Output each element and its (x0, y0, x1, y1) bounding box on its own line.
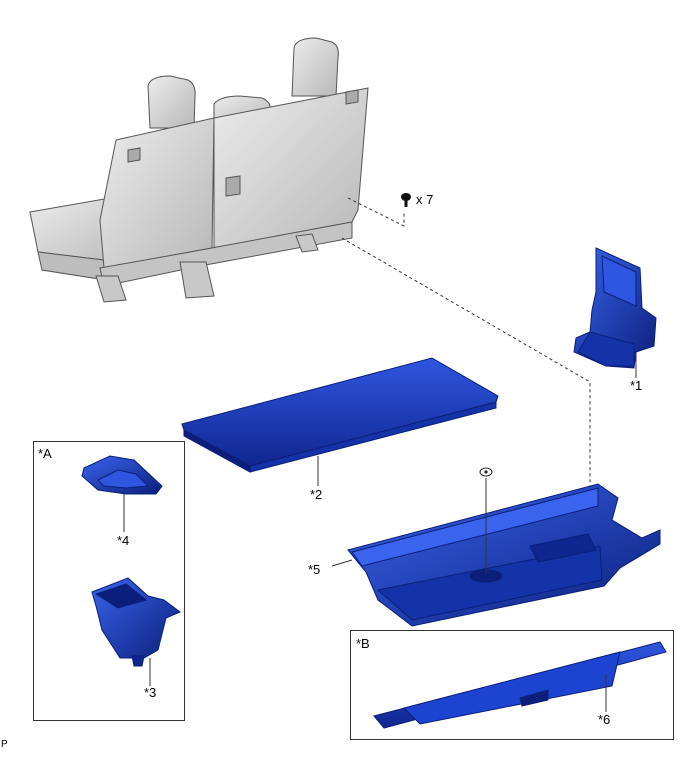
group-a-label: *A (38, 446, 52, 461)
part-1-side-trim (573, 247, 657, 369)
part-2-deck-board (181, 357, 499, 473)
callout-part-2: *2 (310, 487, 323, 502)
callout-part-3: *3 (144, 685, 157, 700)
clip-quantity-label: x 7 (416, 192, 434, 207)
part-3-box (91, 577, 181, 667)
callout-part-6: *6 (598, 712, 611, 727)
part-4-cover (81, 455, 163, 495)
group-b-label: *B (356, 636, 370, 651)
part-6-tonneau-cover (373, 641, 667, 729)
part-5-luggage-tray (347, 483, 661, 627)
rear-seat (29, 37, 369, 303)
clip-icon (401, 193, 411, 207)
callout-part-4: *4 (117, 533, 130, 548)
corner-code: P (1, 739, 8, 750)
group-a-frame (33, 441, 185, 721)
group-b-frame (350, 630, 674, 740)
callout-part-1: *1 (630, 378, 643, 393)
fastener-icon (479, 467, 493, 477)
leader-lines (341, 197, 591, 486)
callout-part-5: *5 (308, 562, 321, 577)
